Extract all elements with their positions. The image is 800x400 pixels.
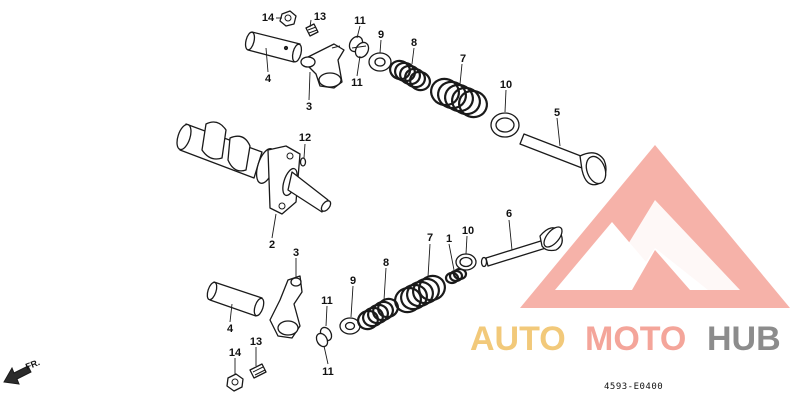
callout-11-lower-b: 11 xyxy=(322,366,334,378)
upper-valve-cotters xyxy=(348,35,370,59)
callout-7-upper: 7 xyxy=(460,53,466,65)
leader-lines xyxy=(229,17,561,374)
callout-10-upper: 10 xyxy=(500,79,512,91)
upper-inner-spring xyxy=(389,59,431,92)
callout-8-upper: 8 xyxy=(411,37,417,49)
watermark-logo: AUTO MOTO HUB xyxy=(470,145,790,358)
lower-spring-seat xyxy=(455,253,477,271)
upper-spring-retainer xyxy=(368,52,392,72)
callout-8-lower: 8 xyxy=(383,257,389,269)
lower-outer-spring xyxy=(394,274,446,314)
upper-spring-seat xyxy=(490,112,520,138)
exhaust-valve xyxy=(480,226,563,268)
callout-11-upper-a: 11 xyxy=(354,15,366,27)
front-direction-arrow: FR. xyxy=(3,357,41,385)
upper-nut xyxy=(279,10,297,27)
logo-triangle-inner xyxy=(600,200,740,290)
dowel-pin xyxy=(299,157,307,167)
callout-3-lower: 3 xyxy=(293,247,299,259)
callout-10-lower: 10 xyxy=(462,225,474,237)
lower-rocker-arm xyxy=(269,275,303,339)
callout-13-upper: 13 xyxy=(314,11,326,23)
callout-2: 2 xyxy=(269,239,275,251)
callout-11-upper-b: 11 xyxy=(351,77,363,89)
callout-5: 5 xyxy=(554,107,560,119)
lower-valve-cotters xyxy=(315,326,333,348)
camshaft xyxy=(176,121,332,215)
callout-labels: 14 13 4 3 11 11 9 8 7 10 5 12 2 3 4 14 1… xyxy=(227,11,560,378)
valve-stem-seal xyxy=(444,267,468,285)
callout-6: 6 xyxy=(506,208,512,220)
callout-11-lower-a: 11 xyxy=(321,295,333,307)
intake-valve xyxy=(519,133,607,186)
upper-outer-spring xyxy=(430,77,488,119)
logo-word-auto: AUTO xyxy=(470,320,566,358)
logo-word-hub: HUB xyxy=(707,320,781,358)
lower-adjusting-screw xyxy=(249,363,267,379)
lower-inner-spring xyxy=(357,297,399,331)
logo-word-moto: MOTO xyxy=(585,320,686,358)
drawing-code: 4593-E0400 xyxy=(604,382,663,392)
lower-spring-retainer xyxy=(339,317,361,335)
lower-rocker-shaft xyxy=(206,281,265,317)
logo-triangle-stroke xyxy=(632,250,690,290)
callout-3-upper: 3 xyxy=(306,101,312,113)
upper-adjusting-screw xyxy=(305,23,319,37)
callout-14-lower: 14 xyxy=(229,347,242,359)
callout-7-lower: 7 xyxy=(427,232,433,244)
callout-12: 12 xyxy=(299,132,311,144)
callout-13-lower: 13 xyxy=(250,336,262,348)
front-direction-label: FR. xyxy=(24,357,41,372)
callout-9-upper: 9 xyxy=(378,29,384,41)
lower-nut xyxy=(226,373,244,392)
callout-1: 1 xyxy=(446,233,452,245)
callout-4-lower: 4 xyxy=(227,323,234,335)
callout-14-upper: 14 xyxy=(262,12,275,24)
callout-4-upper: 4 xyxy=(265,73,272,85)
upper-rocker-arm xyxy=(300,43,345,89)
upper-rocker-shaft xyxy=(244,31,303,63)
callout-9-lower: 9 xyxy=(350,275,356,287)
